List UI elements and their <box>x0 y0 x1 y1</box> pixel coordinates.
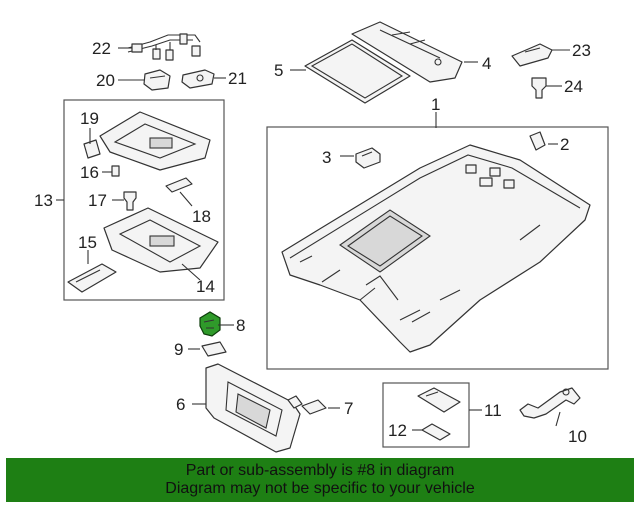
socket-part-20 <box>143 69 171 91</box>
cover-part-9 <box>201 341 227 357</box>
callout-7: 7 <box>344 399 353 418</box>
lamp-lens-part-12 <box>421 423 451 441</box>
clip-part-17 <box>123 191 137 211</box>
leader-lines <box>56 47 570 431</box>
callout-18: 18 <box>192 207 211 226</box>
lamp-group-box <box>382 382 470 448</box>
callout-1: 1 <box>431 95 440 114</box>
screw-part-16 <box>111 165 120 177</box>
sunroof-glass-part <box>304 39 411 104</box>
callout-3: 3 <box>322 148 331 167</box>
callout-12: 12 <box>388 421 407 440</box>
vanity-lamp-part <box>417 387 461 413</box>
parts-diagram: 1 2 3 4 5 6 7 8 9 10 11 12 13 14 15 16 1… <box>34 21 609 453</box>
callout-24: 24 <box>564 77 583 96</box>
callout-5: 5 <box>274 61 283 80</box>
clip-part-7 <box>301 399 327 415</box>
callout-17: 17 <box>88 191 107 210</box>
sunroof-frame-part <box>351 21 463 83</box>
wiring-harness-part <box>127 33 201 61</box>
callout-20: 20 <box>96 71 115 90</box>
disclaimer-line-2: Diagram may not be specific to your vehi… <box>165 480 475 497</box>
grab-handle-part <box>519 387 581 419</box>
callout-19: 19 <box>80 109 99 128</box>
clip-part-2 <box>529 131 546 151</box>
console-upper-part <box>99 111 211 171</box>
disclaimer-banner: Part or sub-assembly is #8 in diagram Di… <box>6 458 634 502</box>
callout-8: 8 <box>236 316 245 335</box>
callout-21: 21 <box>228 69 247 88</box>
callout-23: 23 <box>572 41 591 60</box>
bracket-part-3 <box>355 147 381 169</box>
callout-11: 11 <box>484 401 502 420</box>
callout-2: 2 <box>560 135 569 154</box>
callout-4: 4 <box>482 54 491 73</box>
console-lower-part <box>103 207 219 273</box>
sun-visor-part <box>205 363 303 453</box>
callout-14: 14 <box>196 277 215 296</box>
retainer-part-23 <box>511 43 553 67</box>
clip-part-24 <box>531 77 547 99</box>
callout-16: 16 <box>80 163 99 182</box>
callout-6: 6 <box>176 395 185 414</box>
headliner-group-box <box>266 126 609 370</box>
disclaimer-line-1: Part or sub-assembly is #8 in diagram <box>185 462 455 479</box>
bulb-holder-part-21 <box>181 69 215 89</box>
callout-22: 22 <box>92 39 111 58</box>
clip-part-19 <box>83 139 101 159</box>
callout-15: 15 <box>78 233 97 252</box>
highlighted-part-8 <box>199 311 221 337</box>
callout-10: 10 <box>568 427 587 446</box>
lens-part-15 <box>67 263 117 293</box>
callout-13: 13 <box>34 191 53 210</box>
callout-9: 9 <box>174 340 183 359</box>
headliner-part <box>281 144 591 353</box>
bulb-part-18 <box>165 177 193 193</box>
